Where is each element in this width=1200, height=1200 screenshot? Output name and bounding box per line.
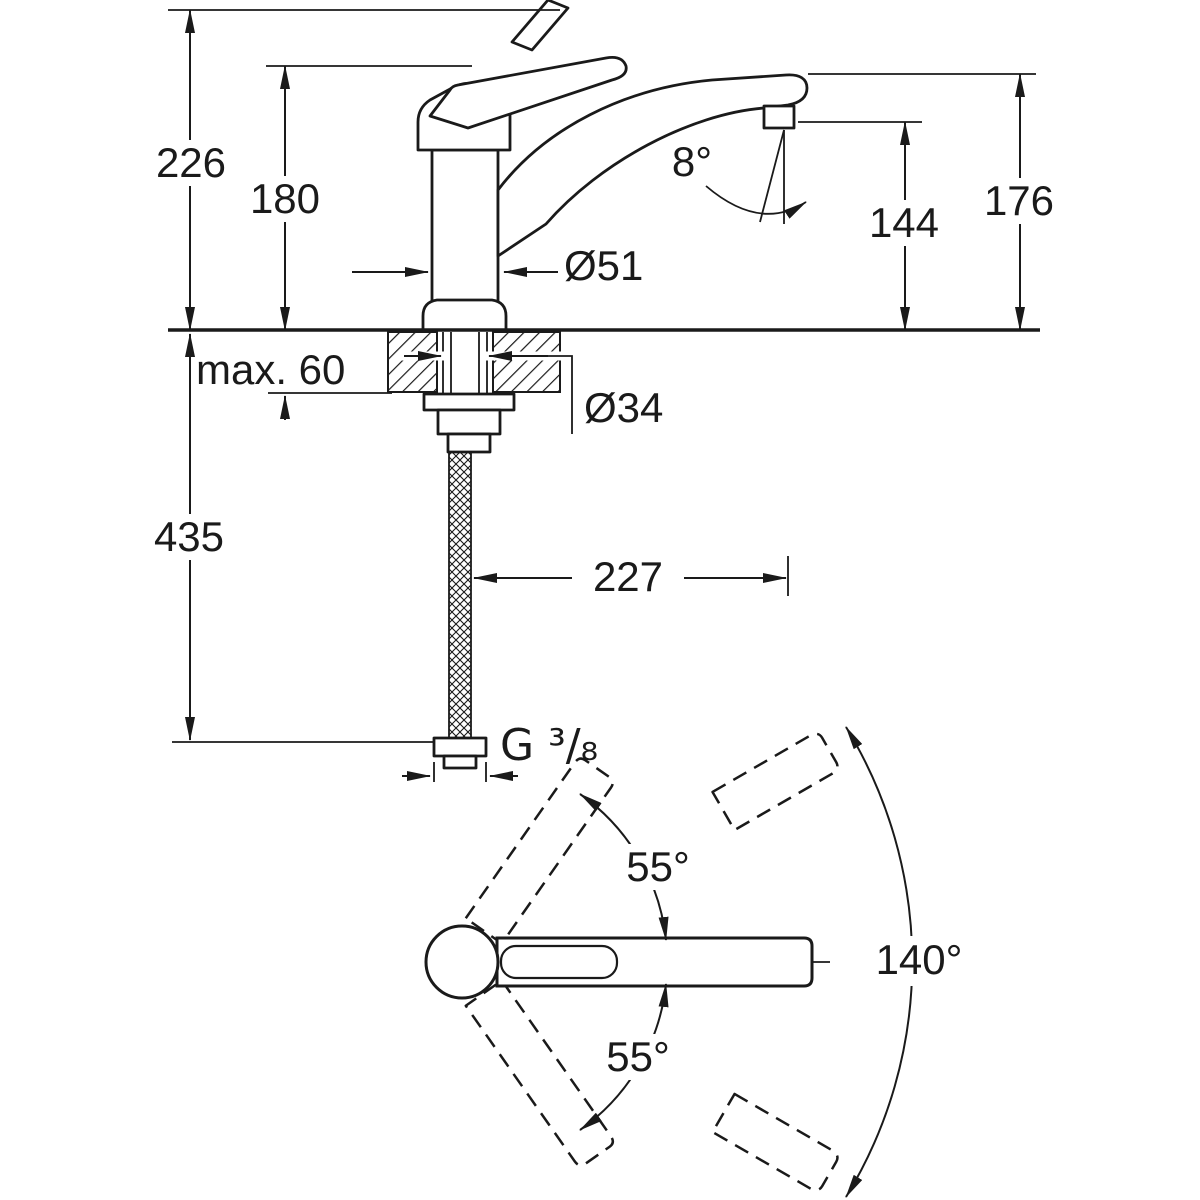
body-top-view	[424, 924, 500, 1000]
handle-grip	[499, 944, 619, 980]
dim-spout-height-outer: 176	[808, 73, 1072, 331]
dim-hose-length-label: 435	[154, 513, 224, 560]
supply-hose	[432, 451, 488, 770]
dim-spout-swivel-label: 140°	[876, 936, 963, 983]
dim-thread-label: G ³/₈	[500, 720, 598, 771]
counter-section	[387, 331, 561, 393]
dim-counter-thickness-label: max. 60	[196, 346, 345, 393]
side-view: 226 180 176 144 8°	[140, 0, 1072, 782]
lever-raised-position	[510, 0, 570, 52]
dim-spray-angle-label: 8°	[672, 138, 712, 185]
mounting-shank	[422, 332, 516, 454]
faucet-body	[430, 148, 500, 304]
mounting-nut	[436, 408, 502, 436]
spout-outlet	[762, 104, 796, 130]
dim-body-height: 180	[238, 65, 472, 331]
dim-handle-swing-down-label: 55°	[606, 1033, 670, 1080]
lever-handle	[428, 55, 628, 130]
dim-body-diameter: Ø51	[352, 242, 643, 289]
dim-handle-swing-up: 55°	[579, 793, 706, 941]
counter-hatch-left	[387, 331, 438, 393]
faucet-side	[416, 0, 809, 332]
dim-thread: G ³/₈	[402, 720, 598, 782]
spout-position-down	[711, 1092, 839, 1192]
top-view: 140° 55° 55°	[424, 726, 980, 1198]
counter-hatch-right	[492, 331, 561, 393]
dim-spout-height: 144	[798, 121, 956, 331]
dim-spout-reach: 227	[473, 553, 789, 600]
spout	[496, 73, 809, 258]
spout-position-up	[711, 732, 839, 832]
dim-shank-diameter-label: Ø34	[584, 384, 663, 431]
dim-spray-angle: 8°	[672, 129, 807, 224]
dim-spout-height-label: 144	[869, 199, 939, 246]
shank-flange	[422, 392, 516, 412]
dim-counter-thickness: max. 60	[196, 346, 392, 420]
hose-tip	[442, 754, 478, 770]
hose-nut	[432, 736, 488, 758]
handle-position-up	[464, 757, 615, 945]
escutcheon	[421, 298, 508, 332]
dim-body-diameter-label: Ø51	[564, 242, 643, 289]
dim-total-height: 226	[142, 9, 560, 331]
dim-spout-reach-label: 227	[593, 553, 663, 600]
dim-spout-swivel: 140°	[845, 726, 980, 1198]
handle-position-down	[464, 979, 615, 1167]
dim-total-height-label: 226	[156, 139, 226, 186]
dim-handle-swing-down: 55°	[579, 983, 686, 1131]
dim-shank-diameter: Ø34	[400, 351, 663, 434]
dim-hose-length: 435	[140, 333, 434, 743]
dim-body-height-label: 180	[250, 175, 320, 222]
hose-adapter	[446, 432, 492, 454]
dim-handle-swing-up-label: 55°	[626, 843, 690, 890]
dim-spout-height-outer-label: 176	[984, 177, 1054, 224]
